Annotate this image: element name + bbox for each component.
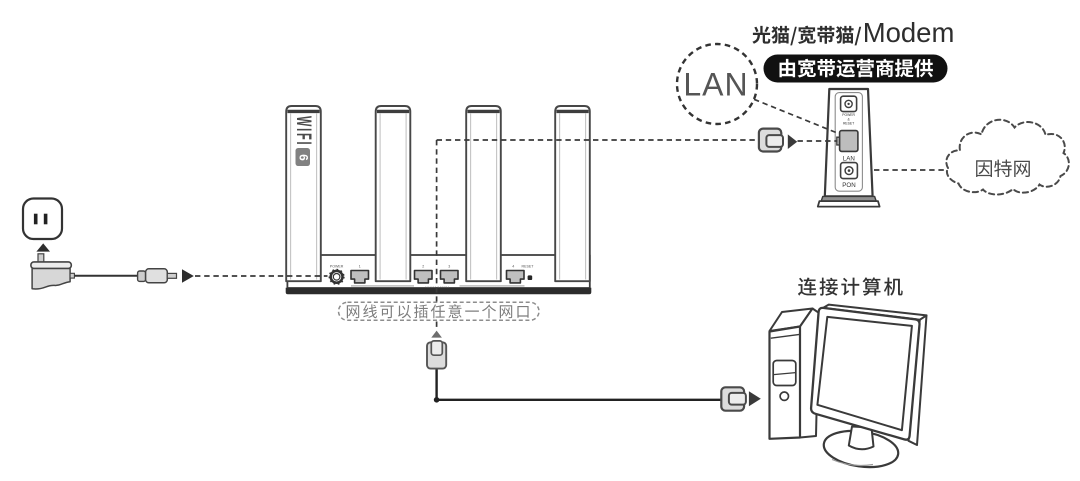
svg-text:2: 2 [422, 265, 424, 269]
svg-text:&: & [847, 117, 850, 121]
svg-text:RESET: RESET [522, 265, 535, 269]
svg-text:PON: PON [842, 182, 855, 189]
svg-text:1: 1 [359, 265, 361, 269]
svg-text:POWER: POWER [842, 113, 855, 117]
svg-text:6: 6 [297, 154, 311, 161]
svg-text:RESET: RESET [843, 122, 854, 126]
svg-text:LAN: LAN [683, 67, 748, 103]
svg-text:LAN: LAN [843, 155, 855, 162]
svg-text:4: 4 [512, 265, 514, 269]
svg-text:WIFI: WIFI [292, 116, 316, 146]
svg-text:POWER: POWER [330, 265, 344, 269]
svg-text:Modem: Modem [863, 17, 955, 48]
svg-text:3: 3 [448, 265, 450, 269]
